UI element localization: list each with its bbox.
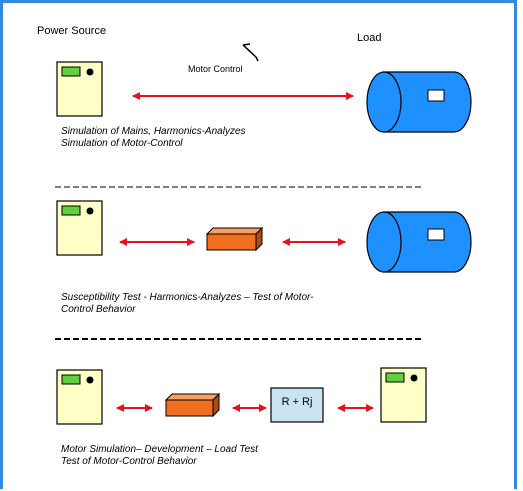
impedance-box [270,387,324,423]
power-source-unit-4 [380,367,427,423]
load-header: Load [357,32,382,44]
motor-load-1 [366,71,472,133]
power-source-unit-2 [56,200,103,256]
row1-caption-line1: Simulation of Mains, Harmonics-Analyzes [61,126,246,137]
row2-caption-line2: Control Behavior [61,304,136,315]
motor-load-2 [366,211,472,273]
row2-caption-line1: Susceptibility Test - Harmonics-Analyzes… [61,292,314,303]
row3-caption-line2: Test of Motor-Control Behavior [61,456,197,467]
power-source-unit-1 [56,61,103,117]
row3-caption-line1: Motor Simulation– Development – Load Tes… [61,444,258,455]
coupling-block-1 [205,226,264,252]
motor-control-icon [242,43,259,62]
impedance-label: R + Rj [281,396,313,408]
coupling-block-2 [164,392,221,418]
power-source-unit-3 [56,369,103,425]
power-source-header: Power Source [37,25,107,37]
motor-control-label: Motor Control [188,64,243,74]
row1-caption-line2: Simulation of Motor-Control [61,138,183,149]
